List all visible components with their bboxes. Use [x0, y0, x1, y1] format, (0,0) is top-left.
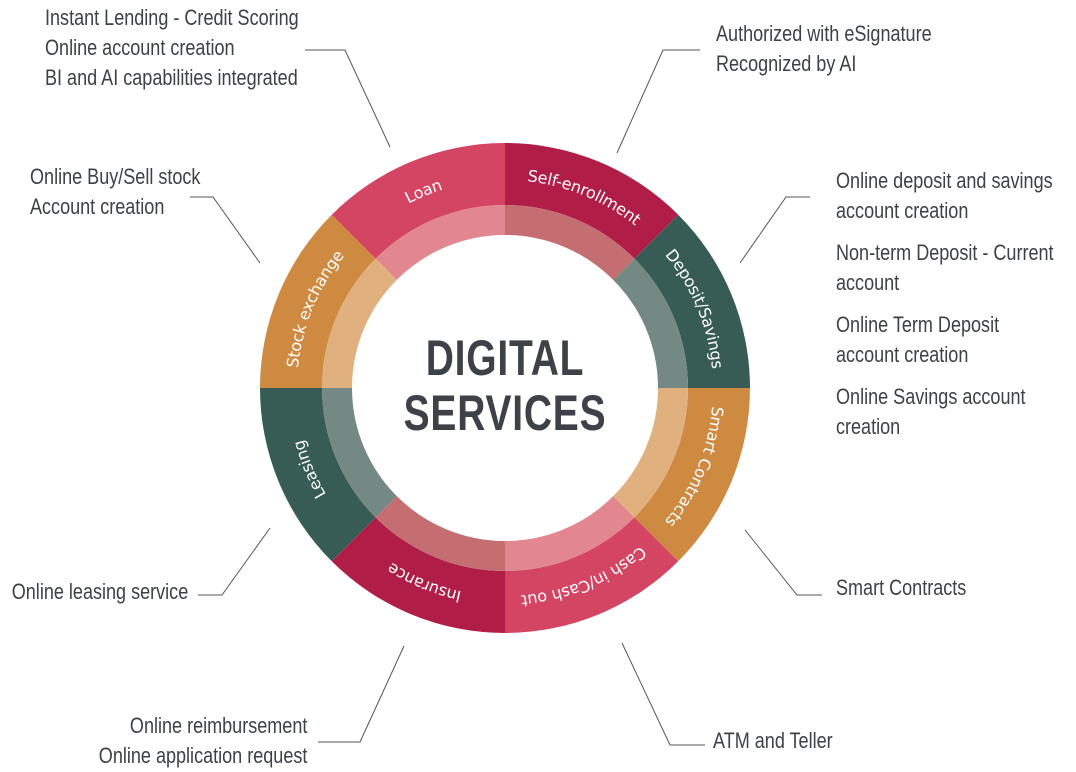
inner-ring-leasing — [322, 388, 397, 518]
inner-ring-deposit-savings — [613, 258, 688, 388]
callout-group: Online Savings account creation — [836, 382, 1054, 442]
callout-text: BI and AI capabilities integrated — [45, 65, 298, 90]
callout-text: ATM and Teller — [713, 728, 833, 753]
segment-cash-in-cash-out — [505, 517, 679, 633]
connector-stock-exchange — [190, 196, 261, 264]
connector-deposit-savings — [739, 196, 810, 264]
callout-text: Recognized by AI — [716, 51, 857, 76]
callout-text: Online Savings account — [836, 384, 1026, 409]
callout-group: Non-term Deposit - Current account — [836, 238, 1054, 298]
segment-deposit-savings — [634, 214, 750, 388]
callout-text: Online Buy/Sell stock — [30, 164, 201, 189]
callout-leasing: Online leasing service — [12, 577, 188, 607]
segment-loan — [331, 143, 505, 259]
inner-ring-stock-exchange — [322, 258, 397, 388]
inner-ring-cash-in-cash-out — [505, 496, 635, 571]
callout-text: Online leasing service — [11, 579, 188, 604]
callout-text: Online Term Deposit — [836, 312, 1000, 337]
connector-insurance — [318, 645, 405, 743]
callout-insurance: Online reimbursement Online application … — [98, 711, 307, 771]
connector-self-enrollment — [616, 49, 700, 154]
callout-self-enrollment: Authorized with eSignature Recognized by… — [716, 19, 932, 79]
callout-group: Online deposit and savings account creat… — [836, 166, 1054, 226]
callout-text: Authorized with eSignature — [716, 21, 932, 46]
callout-group: Online Term Deposit account creation — [836, 310, 1054, 370]
center-title-line-2: SERVICES — [403, 385, 607, 441]
callout-stock-exchange: Online Buy/Sell stock Account creation — [30, 162, 200, 222]
connector-cash — [621, 642, 705, 746]
connector-leasing — [198, 527, 271, 596]
callout-text: Account creation — [30, 194, 165, 219]
callout-text: creation — [836, 414, 901, 439]
center-title-line-1: DIGITAL — [425, 330, 585, 386]
callout-text: Smart Contracts — [836, 575, 967, 600]
segment-smart-contracts — [634, 388, 750, 562]
callout-deposit-savings: Online deposit and savings account creat… — [836, 166, 1054, 442]
inner-ring-loan — [375, 205, 505, 280]
callout-smart-contracts: Smart Contracts — [836, 573, 966, 603]
inner-ring-self-enrollment — [505, 205, 635, 280]
callout-cash: ATM and Teller — [713, 726, 833, 756]
callout-text: Instant Lending - Credit Scoring — [45, 5, 299, 30]
connector-loan — [305, 49, 391, 148]
segment-leasing — [260, 388, 376, 562]
inner-ring-insurance — [375, 496, 505, 571]
callout-text: Online reimbursement — [129, 713, 307, 738]
callout-connectors — [190, 49, 822, 746]
segment-insurance — [331, 517, 505, 633]
connector-smart-contracts — [744, 529, 822, 596]
callout-text: Online deposit and savings — [836, 168, 1053, 193]
callout-text: account creation — [836, 342, 969, 367]
callout-text: Online account creation — [45, 35, 235, 60]
callout-text: account creation — [836, 198, 969, 223]
callout-loan: Instant Lending - Credit Scoring Online … — [45, 3, 299, 93]
inner-ring-smart-contracts — [613, 388, 688, 518]
segment-self-enrollment — [505, 143, 679, 259]
callout-text: account — [836, 270, 900, 295]
callout-text: Non-term Deposit - Current — [836, 240, 1054, 265]
segment-stock-exchange — [260, 214, 376, 388]
callout-text: Online application request — [98, 743, 307, 768]
